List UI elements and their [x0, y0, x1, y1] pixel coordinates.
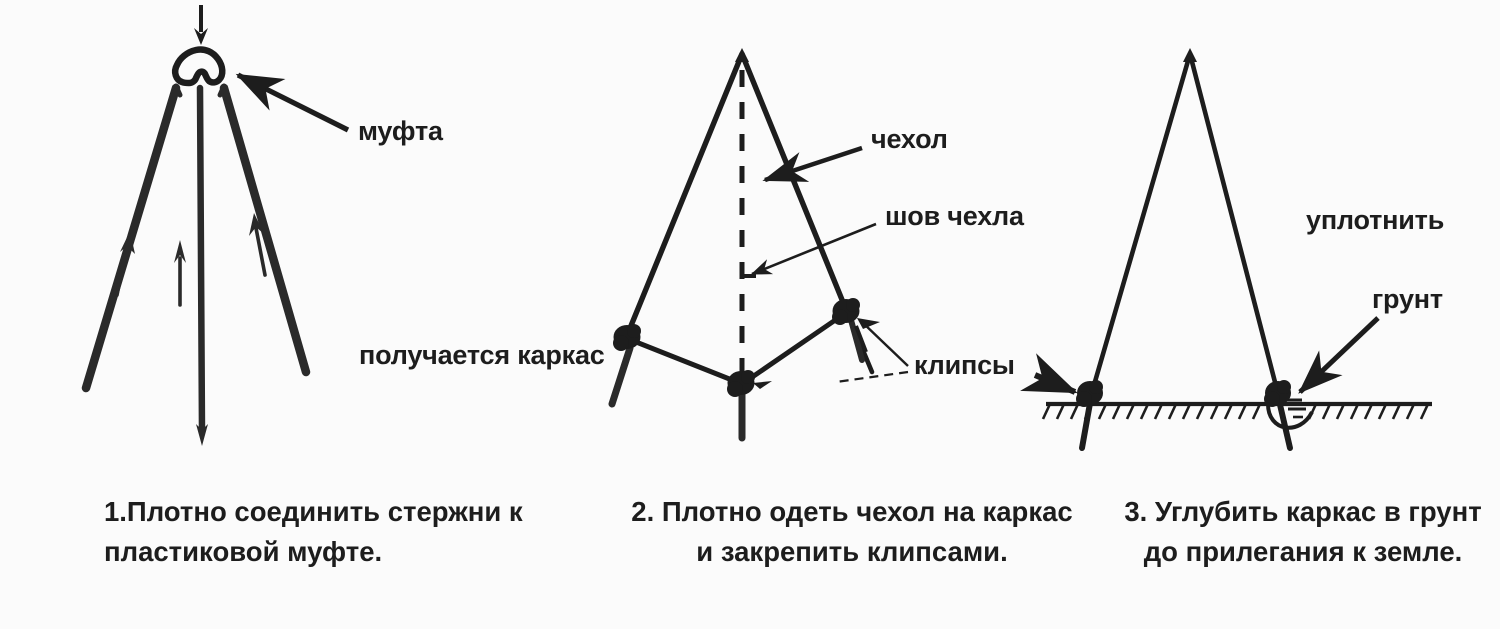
- caption-step-1: 1.Плотно соединить стержни к пластиковой…: [104, 496, 523, 567]
- cover-edge-left: [623, 51, 745, 341]
- frame-leg-left: [1089, 51, 1193, 395]
- up-arrow-icon-right: [249, 213, 267, 277]
- leader-lines-klipsy: [835, 321, 909, 384]
- panel-2-artwork: [608, 48, 1078, 442]
- rod-right: [217, 83, 311, 377]
- leader-arrow-shov: [750, 222, 877, 276]
- up-arrow-icon-center: [174, 240, 186, 307]
- clip-icon-center: [727, 370, 772, 397]
- clip-icon-right: [832, 298, 880, 353]
- base-rail-left: [623, 335, 745, 387]
- panel-3-artwork: [1041, 48, 1432, 451]
- caption-step-2: 2. Плотно одеть чехол на каркас и закреп…: [631, 496, 1073, 567]
- base-rail-right: [739, 309, 850, 387]
- ground-hatch-icon: [1041, 403, 1430, 420]
- label-klipsy: клипсы: [914, 350, 1015, 380]
- rod-center: [196, 84, 208, 446]
- leader-arrow-mufta: [235, 72, 350, 133]
- up-arrow-icon-left: [115, 231, 135, 297]
- cover-edge-right: [739, 51, 850, 315]
- leader-arrow-chehol: [762, 145, 863, 183]
- label-mufta: муфта: [358, 116, 443, 146]
- label-poluchaetsya-karkas: получается каркас: [359, 340, 605, 370]
- caption-step-3: 3. Углубить каркас в грунт до прилегания…: [1124, 496, 1482, 567]
- label-shov-chehla: шов чехла: [885, 201, 1024, 231]
- down-arrow-icon: [194, 5, 208, 45]
- clip-icon-ground-right: [1264, 380, 1291, 407]
- frame-leg-right: [1187, 51, 1279, 389]
- label-uplotnit: уплотнить: [1306, 205, 1445, 235]
- leader-arrow-grunt: [1298, 316, 1380, 394]
- label-grunt: грунт: [1372, 284, 1443, 314]
- clip-icon-ground-left: [1076, 380, 1103, 407]
- panel-1-artwork: [81, 5, 350, 446]
- coupling-icon: [171, 46, 226, 87]
- clip-icon-left: [613, 324, 641, 351]
- label-chehol: чехол: [871, 124, 948, 154]
- leader-arrow-klipsy-right: [1020, 353, 1078, 395]
- rod-left: [81, 83, 183, 393]
